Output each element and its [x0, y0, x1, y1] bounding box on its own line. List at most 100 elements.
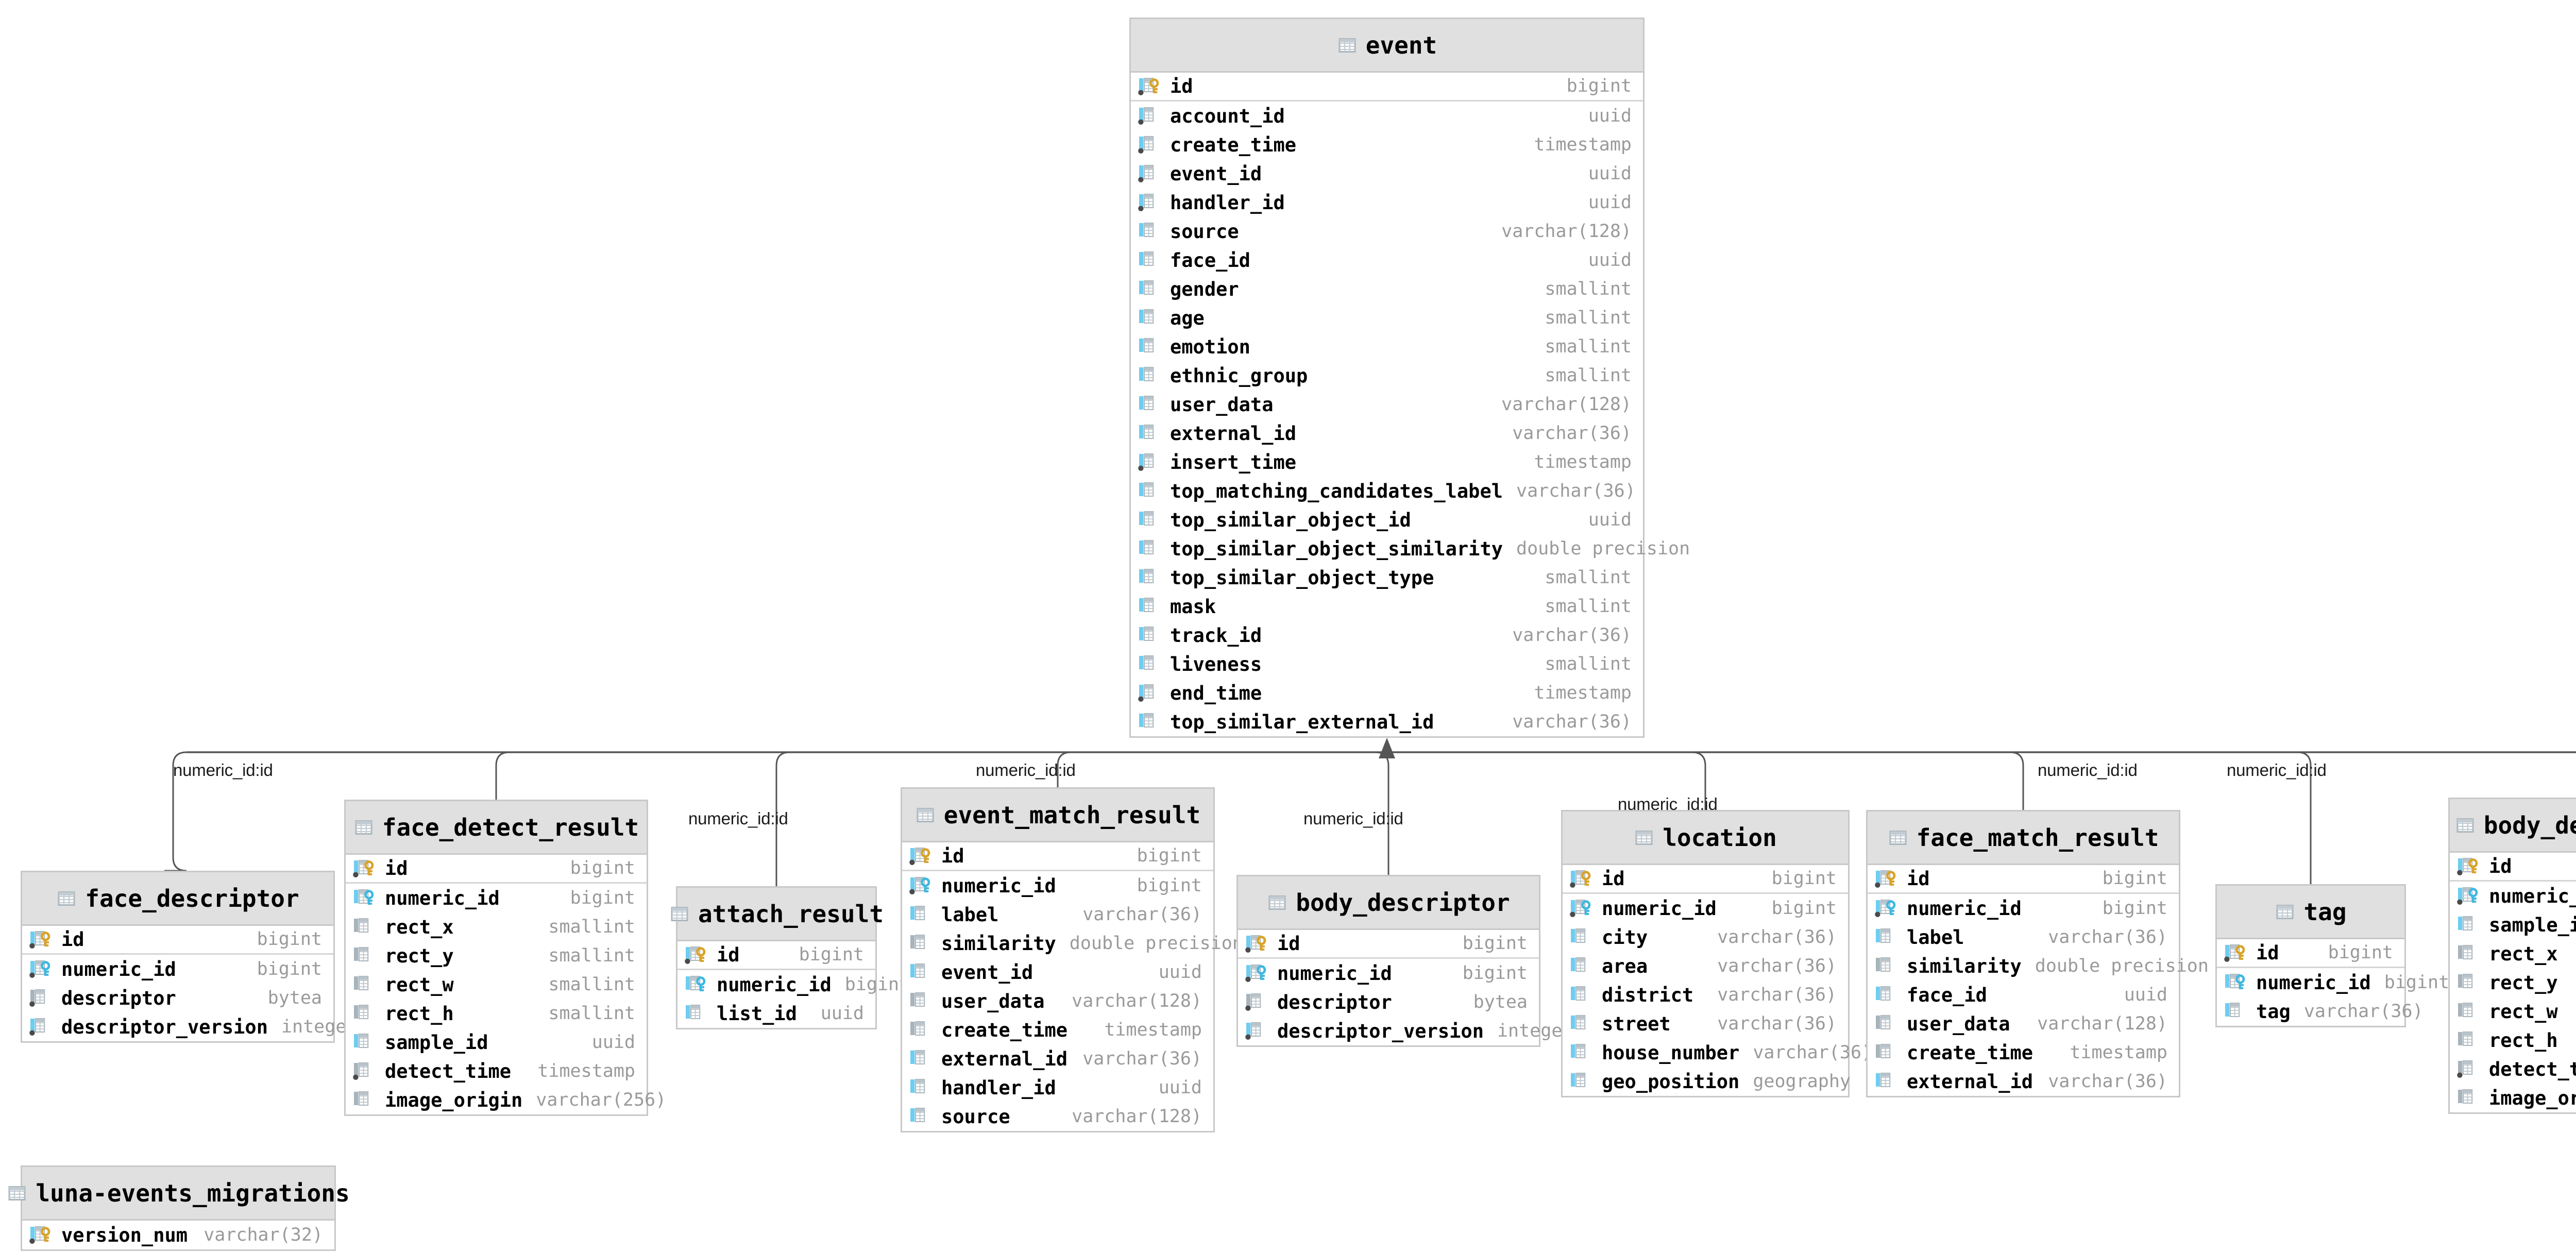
primary-key-icon	[1138, 75, 1167, 98]
column-type: bigint	[1137, 875, 1202, 896]
table-body_detect_result[interactable]: body_detect_resultidbigintnumeric_idbigi…	[2448, 798, 2576, 1114]
column-name: numeric_id	[717, 973, 832, 996]
column-name: image_origin	[2489, 1087, 2576, 1109]
column-type: bigint	[257, 929, 322, 950]
column-icon	[1138, 421, 1167, 445]
table-title: location	[1663, 823, 1777, 852]
